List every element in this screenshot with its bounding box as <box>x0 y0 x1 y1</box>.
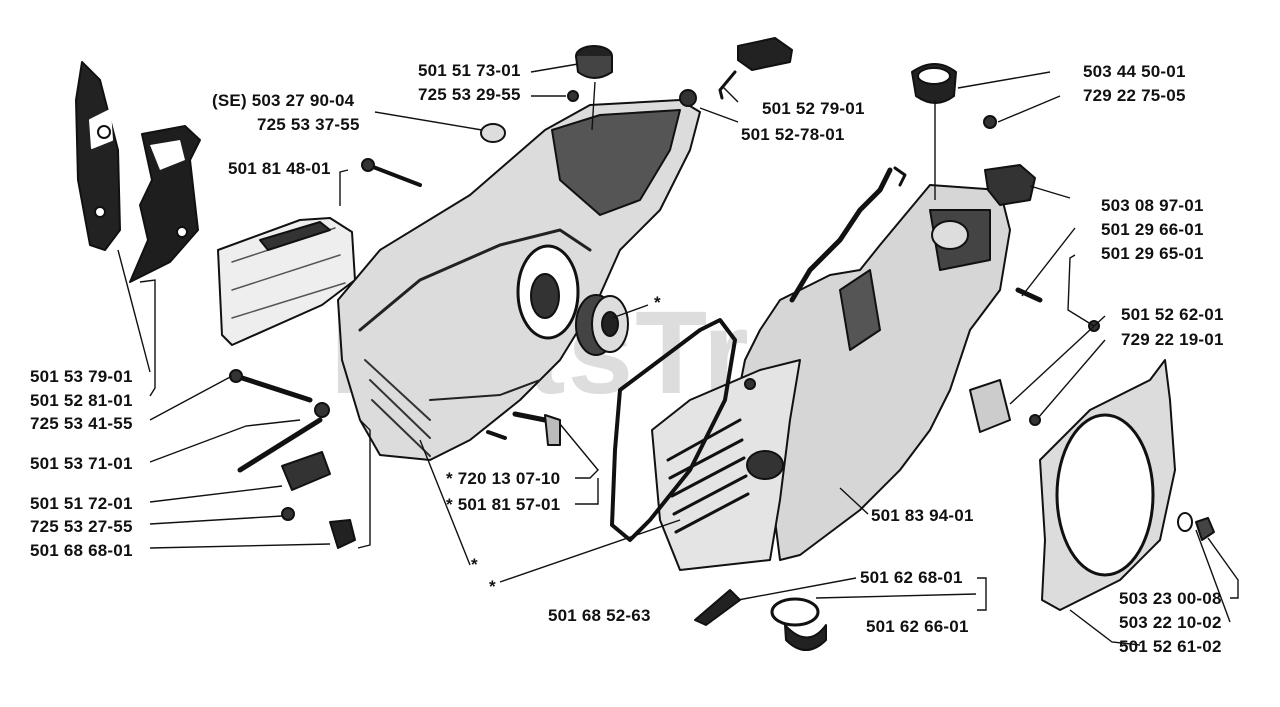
gasket-shape <box>610 318 737 542</box>
guard-plate-shape <box>129 125 201 283</box>
part-label-503-22-10-02: 503 22 10-02 <box>1119 613 1222 632</box>
part-label-501-81-48-01: 501 81 48-01 <box>228 159 331 178</box>
part-label-501-53-79-01: 501 53 79-01 <box>30 367 133 386</box>
part-label-501-51-73-01: 501 51 73-01 <box>418 61 521 80</box>
part-label-725-53-41-55: 725 53 41-55 <box>30 414 133 433</box>
part-label-725-53-37-55: 725 53 37-55 <box>257 115 360 134</box>
asterisk-marker-cover: * <box>489 577 496 596</box>
part-label-501-53-71-01: 501 53 71-01 <box>30 454 133 473</box>
part-label-501-68-52-63: 501 68 52-63 <box>548 606 651 625</box>
bearing-roller-shape <box>575 294 629 356</box>
part-label-501-81-57-01: * 501 81 57-01 <box>446 495 561 514</box>
part-label-729-22-19-01: 729 22 19-01 <box>1121 330 1224 349</box>
part-label-501-29-66-01: 501 29 66-01 <box>1101 220 1204 239</box>
front-cover-shape <box>651 359 801 571</box>
part-label-501-62-68-01: 501 62 68-01 <box>860 568 963 587</box>
part-label-501-52-61-02: 501 52 61-02 <box>1119 637 1222 656</box>
part-label-501-51-72-01: 501 51 72-01 <box>30 494 133 513</box>
ignition-module-shape <box>984 164 1036 206</box>
leader-lines <box>117 63 1239 646</box>
part-label-501-52-62-01: 501 52 62-01 <box>1121 305 1224 324</box>
filter-cap-shape <box>911 63 957 104</box>
part-label-720-13-07-10: * 720 13 07-10 <box>446 469 561 488</box>
part-label-501-52-78-01: 501 52-78-01 <box>741 125 845 144</box>
part-label-501-83-94-01: 501 83 94-01 <box>871 506 974 525</box>
part-label-503-27-90-04: (SE) 503 27 90-04 <box>212 91 355 110</box>
asterisk-marker-roller: * <box>654 293 661 312</box>
part-label-503-44-50-01: 503 44 50-01 <box>1083 62 1186 81</box>
part-label-503-08-97-01: 503 08 97-01 <box>1101 196 1204 215</box>
chain-guard-shape <box>75 61 121 251</box>
rubber-block-shape <box>281 451 331 491</box>
part-label-501-52-81-01: 501 52 81-01 <box>30 391 133 410</box>
wire-shape <box>789 167 893 303</box>
part-label-501-52-79-01: 501 52 79-01 <box>762 99 865 118</box>
tank-cap-shape <box>694 589 827 651</box>
part-label-725-53-29-55: 725 53 29-55 <box>418 85 521 104</box>
part-label-501-29-65-01: 501 29 65-01 <box>1101 244 1204 263</box>
part-label-725-53-27-55: 725 53 27-55 <box>30 517 133 536</box>
oil-cap-shape <box>575 45 613 79</box>
part-label-501-68-68-01: 501 68 68-01 <box>30 541 133 560</box>
part-label-729-22-75-05: 729 22 75-05 <box>1083 86 1186 105</box>
connector-shape <box>718 37 793 100</box>
part-label-503-23-00-08: 503 23 00-08 <box>1119 589 1222 608</box>
asterisk-marker-case: * <box>471 555 478 574</box>
part-label-501-62-66-01: 501 62 66-01 <box>866 617 969 636</box>
